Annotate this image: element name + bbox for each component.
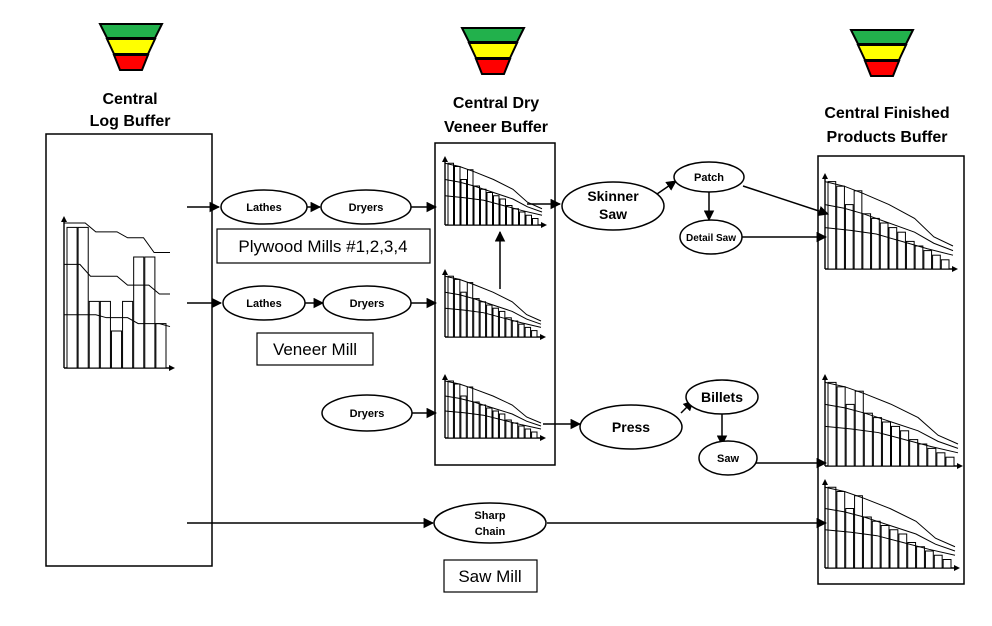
- dryers-node-1: Dryers: [320, 189, 412, 225]
- saw-node: Saw: [698, 440, 758, 476]
- funnel-red-zone: [863, 60, 901, 77]
- flow-arrows: [187, 180, 829, 529]
- lathes-label: Lathes: [246, 202, 281, 214]
- veneer-buffer-title-line2: Veneer Buffer: [444, 119, 548, 136]
- plywood-mills-label: Plywood Mills #1,2,3,4: [238, 237, 407, 256]
- log-buffer-title-line1: Central: [102, 91, 157, 108]
- detail-saw-label: Detail Saw: [686, 233, 736, 244]
- log-buffer-funnel-icon: [98, 23, 164, 71]
- finished-chart-2: [822, 374, 963, 469]
- finished-buffer-box: [817, 155, 965, 585]
- lathes-label: Lathes: [246, 298, 281, 310]
- arrow-skinner-to-patch: [656, 180, 677, 195]
- sharp-chain-label-line1: Sharp: [474, 510, 505, 522]
- saw-mill-label-box: Saw Mill: [443, 559, 538, 593]
- veneer-buffer-title-line1: Central Dry: [453, 95, 539, 112]
- sharp-chain-label-line2: Chain: [475, 526, 506, 538]
- buffer-mini-charts: [61, 156, 963, 571]
- arrow-patch-to-finished: [742, 185, 829, 217]
- veneer-chart-1: [442, 156, 547, 228]
- dryers-node-2: Dryers: [322, 285, 412, 321]
- funnel-red-zone: [474, 58, 512, 75]
- billets-label: Billets: [701, 389, 743, 405]
- finished-buffer-title-line1: Central Finished: [824, 105, 949, 122]
- saw-label: Saw: [717, 453, 739, 465]
- funnel-red-zone: [112, 54, 150, 71]
- funnel-yellow-zone: [856, 44, 908, 61]
- patch-node: Patch: [673, 161, 745, 193]
- press-node: Press: [579, 404, 683, 450]
- veneer-mill-label: Veneer Mill: [273, 340, 357, 359]
- skinner-saw-node: Skinner Saw: [561, 181, 665, 231]
- funnel-yellow-zone: [105, 38, 157, 55]
- finished-buffer-title-line2: Products Buffer: [827, 129, 948, 146]
- funnel-green-zone: [460, 27, 526, 43]
- lathes-node-2: Lathes: [222, 285, 306, 321]
- log-buffer-title-line2: Log Buffer: [90, 113, 171, 130]
- log-buffer-chart: [61, 216, 175, 371]
- log-buffer-box: [45, 133, 213, 567]
- billets-node: Billets: [685, 379, 759, 415]
- finished-chart-1: [822, 173, 958, 272]
- veneer-mill-label-box: Veneer Mill: [256, 332, 374, 366]
- skinner-saw-label-line1: Skinner: [587, 188, 639, 204]
- dryers-label: Dryers: [350, 408, 385, 420]
- detail-saw-node: Detail Saw: [679, 219, 743, 255]
- dryers-label: Dryers: [350, 298, 385, 310]
- plywood-mills-label-box: Plywood Mills #1,2,3,4: [216, 228, 431, 264]
- skinner-saw-label-line2: Saw: [599, 206, 627, 222]
- dryers-node-3: Dryers: [321, 394, 413, 432]
- funnel-green-zone: [98, 23, 164, 39]
- funnel-green-zone: [849, 29, 915, 45]
- veneer-buffer-funnel-icon: [460, 27, 526, 75]
- veneer-chart-2: [442, 269, 546, 340]
- dryers-label: Dryers: [349, 202, 384, 214]
- funnel-yellow-zone: [467, 42, 519, 59]
- sharp-chain-node: Sharp Chain: [433, 502, 547, 544]
- veneer-chart-3: [442, 374, 546, 441]
- saw-mill-label: Saw Mill: [458, 567, 521, 586]
- press-label: Press: [612, 419, 650, 435]
- finished-chart-3: [822, 479, 960, 571]
- patch-label: Patch: [694, 172, 724, 184]
- lathes-node-1: Lathes: [220, 189, 308, 225]
- finished-buffer-funnel-icon: [849, 29, 915, 77]
